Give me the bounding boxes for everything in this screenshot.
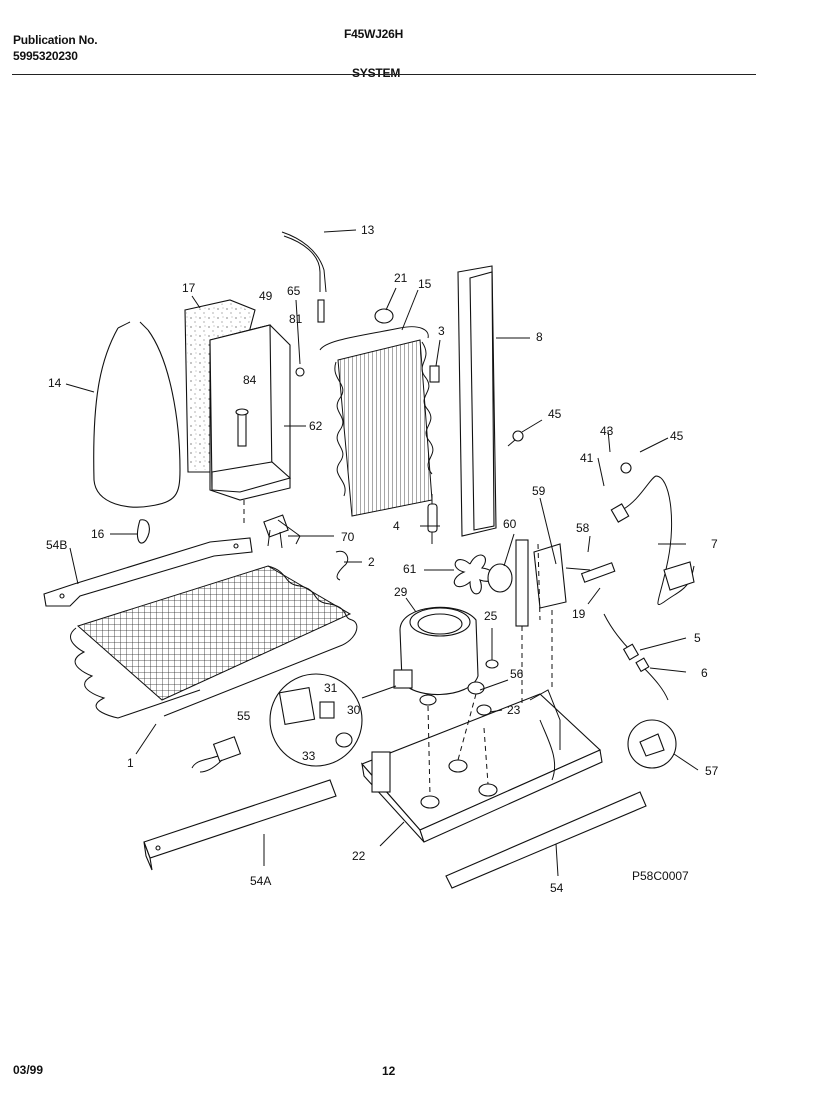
callout-33: 33: [302, 749, 316, 763]
callout-57: 57: [705, 764, 719, 778]
alignment-lines: [243, 500, 553, 797]
diagram-code: P58C0007: [632, 869, 689, 883]
callout-58: 58: [576, 521, 590, 535]
filter-drier: [427, 494, 438, 544]
bracket-54: [445, 791, 647, 889]
defrost-heater: [93, 321, 181, 508]
bracket-54A: [143, 779, 337, 871]
foot-detail-circle: [627, 719, 677, 769]
callout-54B: 54B: [46, 538, 67, 552]
callout-55: 55: [237, 709, 251, 723]
leader-lines: [65, 229, 699, 877]
footer-date: 03/99: [13, 1063, 44, 1077]
evaporator-coil: [319, 308, 434, 517]
heater-clip: [137, 519, 150, 544]
callout-14: 14: [48, 376, 62, 390]
connector-65: [317, 299, 325, 323]
callout-4: 4: [393, 519, 400, 533]
callout-45a: 45: [548, 407, 562, 421]
callout-41: 41: [580, 451, 594, 465]
condenser: [70, 565, 358, 719]
compressor: [393, 606, 485, 706]
callout-43: 43: [600, 424, 614, 438]
callout-3: 3: [438, 324, 445, 338]
bracket-54B: [43, 537, 253, 607]
callout-54A: 54A: [250, 874, 271, 888]
section-title: SYSTEM: [352, 66, 401, 80]
callout-23: 23: [507, 703, 521, 717]
callout-25: 25: [484, 609, 498, 623]
callout-54: 54: [550, 881, 564, 895]
condenser-fan: [453, 539, 616, 627]
callout-5: 5: [694, 631, 701, 645]
publication-label: Publication No.: [13, 33, 98, 47]
callout-29: 29: [394, 585, 408, 599]
callout-84: 84: [243, 373, 257, 387]
callout-6: 6: [701, 666, 708, 680]
callout-70: 70: [341, 530, 355, 544]
callout-59: 59: [532, 484, 546, 498]
model-number: F45WJ26H: [344, 27, 404, 41]
callout-61: 61: [403, 562, 417, 576]
harness-5-6: [603, 613, 669, 701]
callout-7: 7: [711, 537, 718, 551]
callout-49: 49: [259, 289, 273, 303]
callout-16: 16: [91, 527, 105, 541]
callout-45b: 45: [670, 429, 684, 443]
callout-2: 2: [368, 555, 375, 569]
publication-number: 5995320230: [13, 49, 78, 63]
page-number: 12: [382, 1064, 396, 1078]
callout-56: 56: [510, 667, 524, 681]
callout-17: 17: [182, 281, 196, 295]
power-cord: [610, 462, 695, 606]
relay-detail-circle: [269, 673, 397, 767]
callout-19: 19: [572, 607, 586, 621]
clip-2: [335, 550, 349, 581]
header-rule: [12, 74, 756, 75]
callout-22: 22: [352, 849, 366, 863]
callout-8: 8: [536, 330, 543, 344]
air-duct-channel: [457, 265, 497, 537]
callout-30: 30: [347, 703, 361, 717]
callout-65: 65: [287, 284, 301, 298]
grommet-49: [295, 367, 305, 377]
capillary-tube: [281, 231, 327, 293]
callout-1: 1: [127, 756, 134, 770]
callout-labels: 13 17 49 65 21 15 3 8 81 84 62 14 45 43 …: [46, 223, 719, 895]
clip-3: [429, 365, 440, 383]
callout-81: 81: [289, 312, 303, 326]
callout-21: 21: [394, 271, 408, 285]
callout-15: 15: [418, 277, 432, 291]
callout-13: 13: [361, 223, 375, 237]
defrost-limiter: [263, 514, 301, 549]
callout-31: 31: [324, 681, 338, 695]
overload-55: [191, 736, 242, 773]
callout-60: 60: [503, 517, 517, 531]
callout-62: 62: [309, 419, 323, 433]
compressor-base: [361, 689, 603, 843]
evaporator-cover: [209, 324, 292, 501]
screw-45: [507, 430, 524, 447]
